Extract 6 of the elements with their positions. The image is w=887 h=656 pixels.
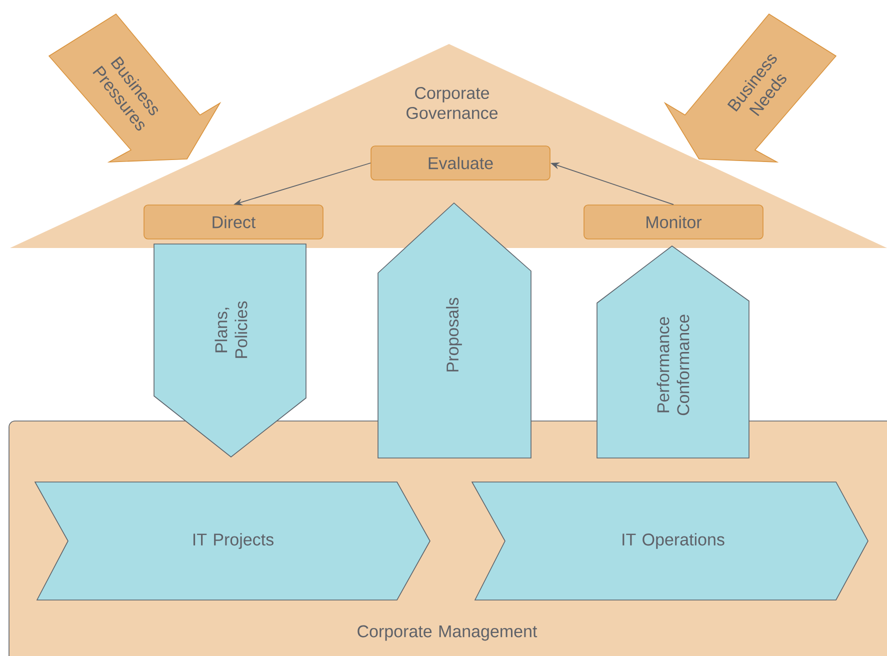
process-box: Direct bbox=[144, 204, 324, 240]
process-box: Monitor bbox=[584, 204, 764, 240]
process-box: Evaluate bbox=[370, 146, 550, 180]
pentagon-banner: Plans, Policies bbox=[154, 244, 306, 458]
pentagon-banner: Proposals bbox=[378, 202, 532, 458]
pentagon-banner: Performance Conformance bbox=[596, 246, 750, 458]
